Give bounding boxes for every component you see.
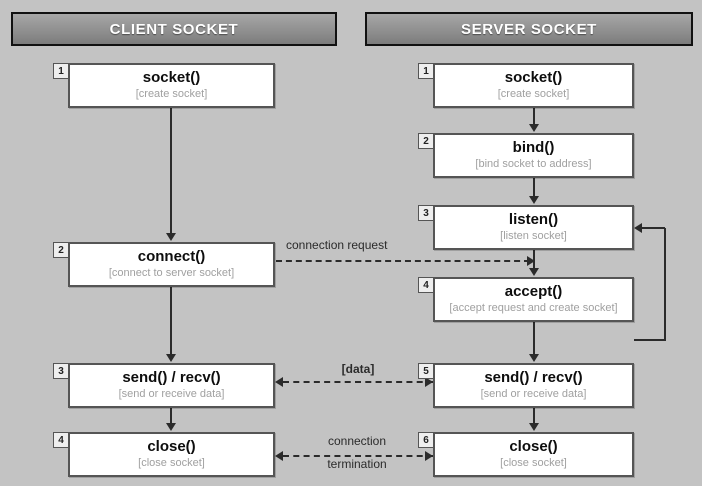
- client-socket-header: CLIENT SOCKET: [11, 12, 337, 46]
- loopback-arrowhead: [634, 223, 642, 233]
- termination-arrowhead-left: [275, 451, 283, 461]
- client-node-socket-desc: [create socket]: [135, 88, 208, 101]
- client-node-send-recv[interactable]: send() / recv() [send or receive data]: [68, 363, 275, 408]
- server-arrowhead-close: [529, 423, 539, 431]
- server-arrowhead-send: [529, 354, 539, 362]
- client-node-connect-desc: [connect to server socket]: [108, 267, 235, 280]
- server-step-badge-2: 2: [418, 133, 434, 149]
- server-node-bind-desc: [bind socket to address]: [475, 158, 592, 171]
- data-line: [283, 381, 433, 383]
- termination-line: [283, 455, 433, 457]
- client-node-send-recv-title: send() / recv(): [122, 368, 221, 386]
- client-connector-send-close: [170, 408, 172, 425]
- server-node-socket-title: socket(): [504, 68, 563, 86]
- client-arrowhead-connect: [166, 233, 176, 241]
- server-node-send-recv-title: send() / recv(): [484, 368, 583, 386]
- client-arrowhead-send: [166, 354, 176, 362]
- client-step-badge-4: 4: [53, 432, 69, 448]
- server-connector-send-close: [533, 408, 535, 425]
- client-arrowhead-close: [166, 423, 176, 431]
- server-node-bind-title: bind(): [512, 138, 555, 156]
- client-node-close-title: close(): [147, 437, 196, 455]
- server-node-close-desc: [close socket]: [500, 457, 567, 470]
- server-step-badge-6: 6: [418, 432, 434, 448]
- loopback-segment-bottom: [634, 339, 666, 341]
- server-node-accept[interactable]: accept() [accept request and create sock…: [433, 277, 634, 322]
- termination-label-line2: termination: [327, 457, 387, 471]
- client-node-connect-title: connect(): [137, 247, 206, 265]
- server-node-socket[interactable]: socket() [create socket]: [433, 63, 634, 108]
- server-connector-accept-send: [533, 322, 535, 355]
- server-node-listen[interactable]: listen() [listen socket]: [433, 205, 634, 250]
- client-step-badge-2: 2: [53, 242, 69, 258]
- connection-request-arrowhead: [527, 256, 535, 266]
- server-node-send-recv[interactable]: send() / recv() [send or receive data]: [433, 363, 634, 408]
- server-node-close[interactable]: close() [close socket]: [433, 432, 634, 477]
- client-node-send-recv-desc: [send or receive data]: [118, 388, 225, 401]
- server-node-listen-desc: [listen socket]: [500, 230, 567, 243]
- server-socket-header: SERVER SOCKET: [365, 12, 693, 46]
- server-node-send-recv-desc: [send or receive data]: [480, 388, 587, 401]
- client-step-badge-1: 1: [53, 63, 69, 79]
- server-socket-header-label: SERVER SOCKET: [461, 20, 597, 38]
- server-connector-socket-bind: [533, 108, 535, 125]
- server-connector-bind-listen: [533, 178, 535, 197]
- server-step-badge-3: 3: [418, 205, 434, 221]
- loopback-segment-top: [641, 227, 665, 229]
- server-arrowhead-listen: [529, 196, 539, 204]
- termination-arrowhead-right: [425, 451, 433, 461]
- client-node-socket[interactable]: socket() [create socket]: [68, 63, 275, 108]
- server-step-badge-5: 5: [418, 363, 434, 379]
- server-node-accept-desc: [accept request and create socket]: [449, 302, 618, 315]
- server-step-badge-4: 4: [418, 277, 434, 293]
- loopback-segment-right: [664, 228, 666, 341]
- server-node-listen-title: listen(): [508, 210, 559, 228]
- client-socket-header-label: CLIENT SOCKET: [109, 20, 239, 38]
- client-node-close-desc: [close socket]: [138, 457, 205, 470]
- server-step-badge-1: 1: [418, 63, 434, 79]
- client-step-badge-3: 3: [53, 363, 69, 379]
- server-node-close-title: close(): [509, 437, 558, 455]
- data-arrowhead-left: [275, 377, 283, 387]
- data-label: [data]: [341, 362, 375, 376]
- data-arrowhead-right: [425, 377, 433, 387]
- connection-request-label: connection request: [286, 238, 388, 252]
- server-node-accept-title: accept(): [504, 282, 563, 300]
- client-node-close[interactable]: close() [close socket]: [68, 432, 275, 477]
- client-node-socket-title: socket(): [142, 68, 201, 86]
- server-arrowhead-bind: [529, 124, 539, 132]
- server-node-socket-desc: [create socket]: [497, 88, 570, 101]
- client-node-connect[interactable]: connect() [connect to server socket]: [68, 242, 275, 287]
- client-connector-socket-connect: [170, 108, 172, 234]
- server-node-bind[interactable]: bind() [bind socket to address]: [433, 133, 634, 178]
- connection-request-line: [276, 260, 530, 262]
- termination-label-line1: connection: [327, 434, 387, 448]
- client-connector-connect-send: [170, 287, 172, 355]
- server-arrowhead-accept: [529, 268, 539, 276]
